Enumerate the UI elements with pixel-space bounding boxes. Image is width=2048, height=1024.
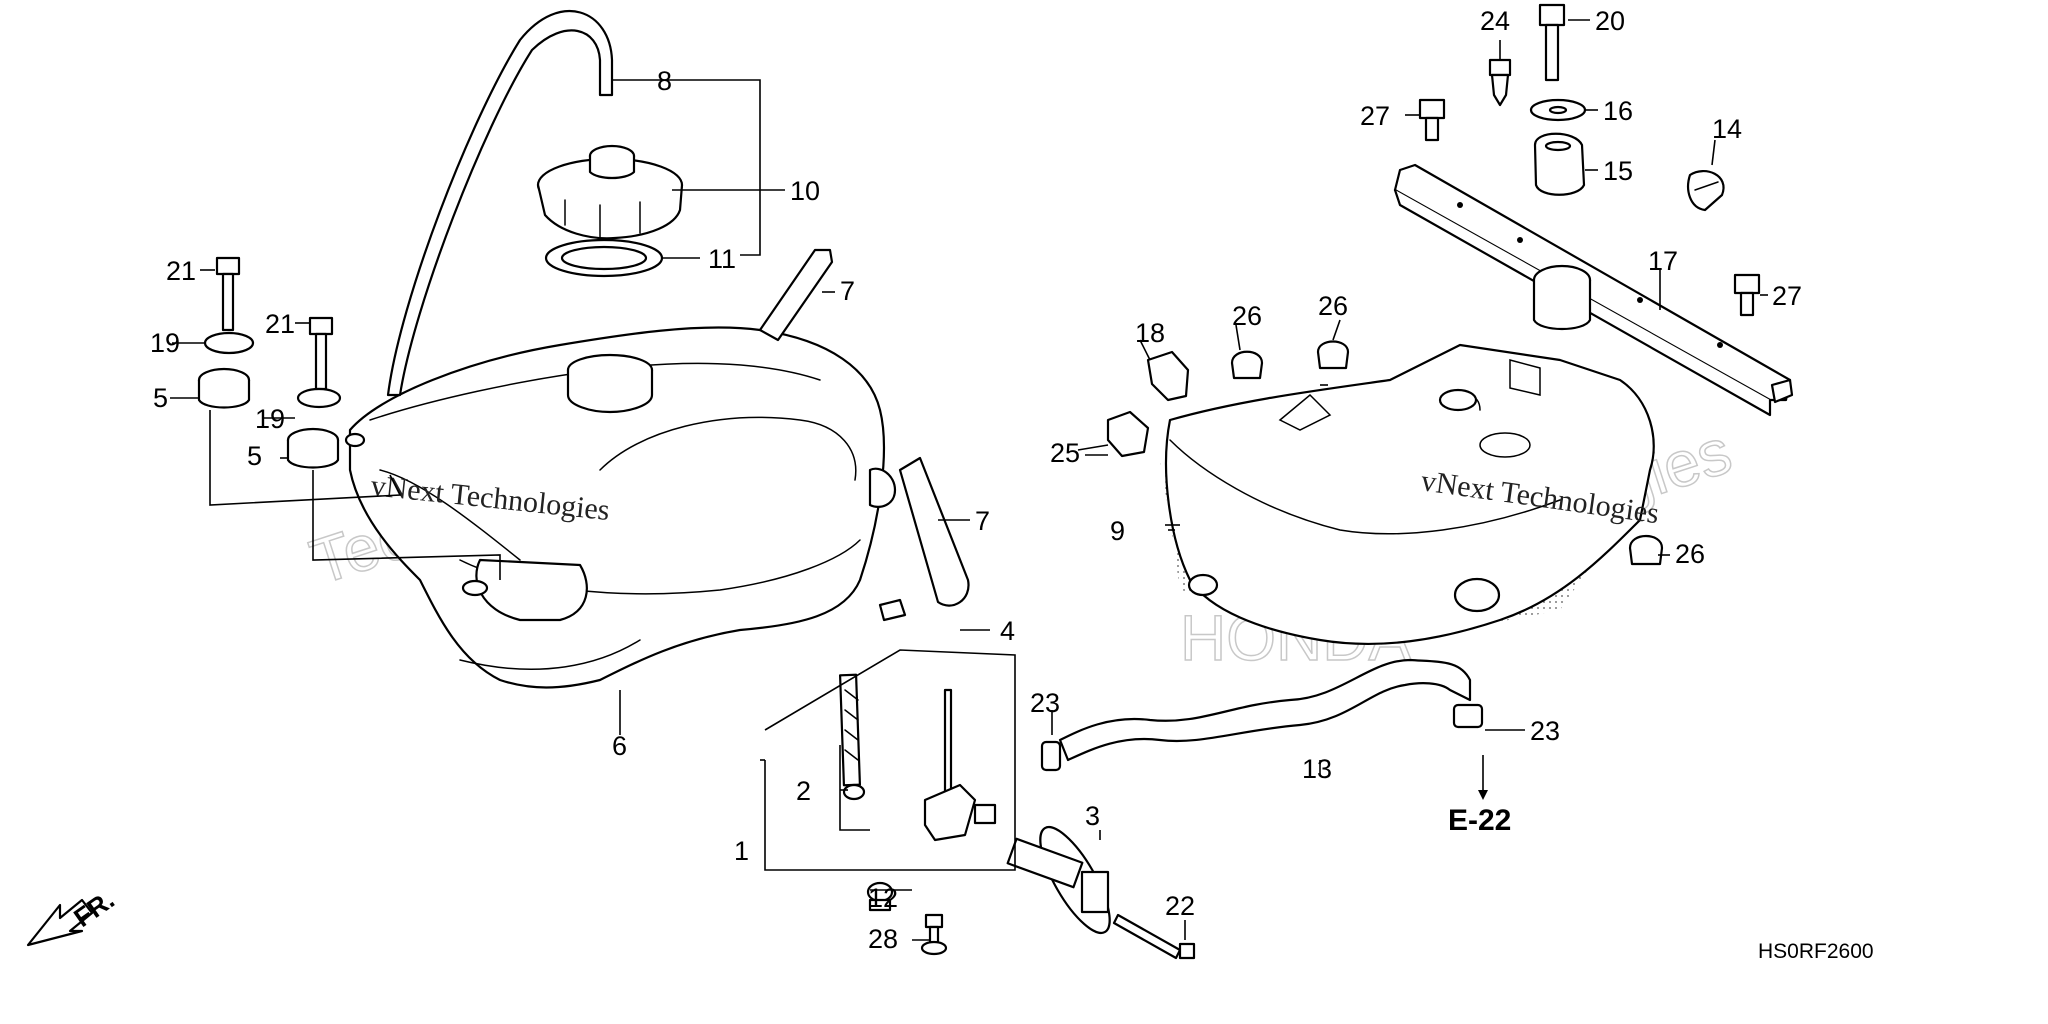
strap-lower (898, 456, 970, 607)
callout-19a: 19 (150, 328, 180, 358)
callout-4: 4 (1000, 616, 1015, 646)
callout-8: 8 (657, 66, 672, 96)
callout-26c: 26 (1675, 539, 1705, 569)
diagram-code: HS0RF2600 (1758, 940, 1874, 963)
cap-gasket (544, 238, 664, 278)
callout-5b: 5 (247, 441, 262, 471)
callout-1: 1 (734, 836, 749, 866)
fuel-cap (536, 144, 684, 240)
callout-9: 9 (1110, 516, 1125, 546)
callout-5a: 5 (153, 383, 168, 413)
callout-26b: 26 (1318, 291, 1348, 321)
callout-21a: 21 (166, 256, 196, 286)
fuel-valve (838, 598, 1196, 960)
callout-3: 3 (1085, 801, 1100, 831)
callout-15: 15 (1603, 156, 1633, 186)
callout-27a: 27 (1360, 101, 1390, 131)
callout-17: 17 (1648, 246, 1678, 276)
small-clips (1106, 340, 1664, 566)
callout-24: 24 (1480, 6, 1510, 36)
callout-18: 18 (1135, 318, 1165, 348)
left-bolt-stack (197, 256, 342, 469)
callout-6: 6 (612, 731, 627, 761)
mount-hardware (1418, 3, 1761, 317)
cross-bar (1393, 163, 1794, 417)
callout-20: 20 (1595, 6, 1625, 36)
callout-23b: 23 (1530, 716, 1560, 746)
callout-28: 28 (868, 924, 898, 954)
reference-label: E-22 (1448, 804, 1511, 837)
callout-26a: 26 (1232, 301, 1262, 331)
leader-lines (170, 19, 1768, 941)
callout-14: 14 (1712, 114, 1742, 144)
callout-25: 25 (1050, 438, 1080, 468)
front-direction-arrow: FR. (26, 884, 120, 947)
callout-22: 22 (1165, 891, 1195, 921)
fuel-hose (1040, 658, 1484, 772)
callout-23a: 23 (1030, 688, 1060, 718)
callout-27b: 27 (1772, 281, 1802, 311)
callout-13: 13 (1302, 754, 1332, 784)
callout-7b: 7 (975, 506, 990, 536)
callout-labels: 1 2 3 4 5 5 6 7 7 8 9 10 11 12 13 14 15 … (150, 6, 1802, 954)
tank-cover: vNext Technologies (1160, 343, 1661, 646)
callout-11: 11 (708, 244, 736, 274)
callout-2: 2 (796, 776, 811, 806)
callout-12: 12 (868, 883, 898, 913)
fuel-tank: vNext Technologies (344, 326, 897, 689)
strap-upper (758, 248, 834, 342)
callout-7a: 7 (840, 276, 855, 306)
breather-tube (386, 9, 614, 397)
callout-19b: 19 (255, 404, 285, 434)
callout-10: 10 (790, 176, 820, 206)
reference-e22: E-22 (1448, 790, 1511, 837)
callout-21b: 21 (265, 309, 295, 339)
callout-16: 16 (1603, 96, 1633, 126)
